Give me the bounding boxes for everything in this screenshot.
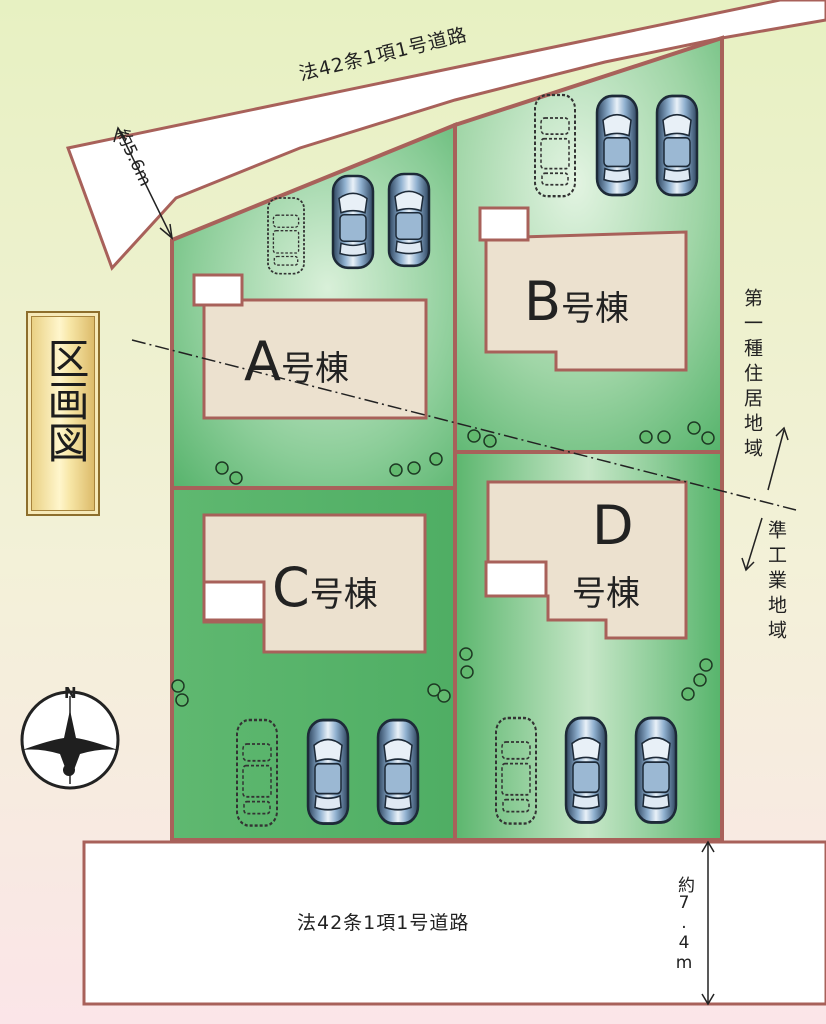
building-c: [202, 513, 427, 654]
zone-label-lower: 準工業地域: [765, 520, 787, 645]
zone-boundary-line: [131, 339, 797, 511]
lot-d-suffix: 号棟: [572, 574, 640, 614]
width-arrow-top: [113, 126, 174, 240]
lot-label-d-letter: D: [592, 494, 634, 557]
top-road: [65, 0, 826, 271]
lot-a-suffix: 号棟: [280, 349, 349, 389]
lot-b-suffix: 号棟: [561, 289, 630, 329]
lot-label-d-suffix: 号棟: [572, 566, 640, 615]
title-plaque: 区画図: [26, 311, 100, 516]
building-a: [192, 273, 428, 420]
lot-label-b: B号棟: [524, 270, 629, 333]
lot-b-letter: B: [524, 270, 562, 333]
lot-label-a: A号棟: [244, 330, 349, 393]
lot-label-c: C号棟: [272, 556, 378, 619]
width-arrow-bottom: [701, 840, 715, 1006]
compass-north-label: N: [64, 684, 77, 702]
lot-d-letter: D: [592, 494, 634, 557]
zone-label-upper: 第一種住居地域: [741, 288, 763, 463]
building-d: [484, 480, 688, 640]
lot-c-suffix: 号棟: [309, 575, 378, 615]
bottom-road-label: 法42条1項1号道路: [297, 912, 470, 934]
page-title: 区画図: [41, 337, 90, 463]
compass-icon: [20, 690, 120, 790]
building-b: [478, 206, 688, 372]
bottom-road: [82, 840, 826, 1006]
zone-arrows: [741, 426, 789, 572]
bottom-road-width-label: 約7.4m: [674, 876, 694, 973]
lot-a-letter: A: [244, 330, 281, 393]
lot-c-letter: C: [272, 556, 310, 619]
